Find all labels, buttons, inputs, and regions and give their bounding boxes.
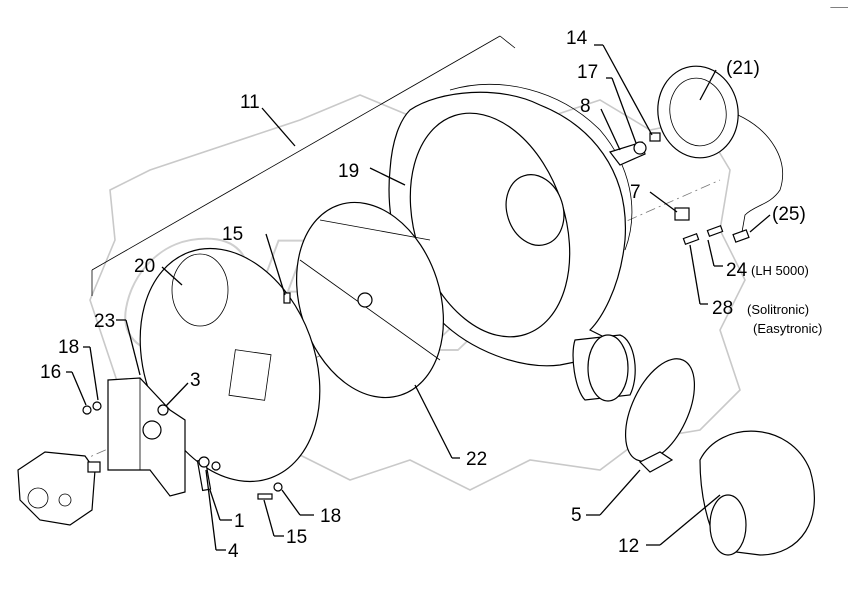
callout-12: 12	[618, 536, 639, 557]
callout-5: 5	[571, 505, 582, 526]
mounting-bracket	[107, 377, 186, 497]
callout-17: 17	[577, 62, 598, 83]
impeller	[296, 201, 444, 399]
callout-4: 4	[228, 541, 239, 562]
callout-3: 3	[190, 370, 201, 391]
callout-23: 23	[94, 311, 115, 332]
callout-20: 20	[134, 256, 155, 277]
callout-15-top: 15	[222, 224, 243, 245]
callout-16: 16	[40, 362, 61, 383]
callout-28: 28	[712, 298, 733, 319]
callout-1: 1	[234, 511, 245, 532]
corner-mark: ⸻	[830, 3, 848, 12]
callout-22: 22	[466, 449, 487, 470]
callout-28-note-2: (Easytronic)	[753, 321, 822, 336]
callout-24: 24	[726, 260, 748, 281]
callout-18-left: 18	[58, 337, 79, 358]
hydraulic-motor	[17, 451, 101, 526]
grille	[657, 65, 739, 159]
blower-housing	[388, 83, 636, 402]
callout-19: 19	[338, 161, 359, 182]
callout-25: (25)	[772, 204, 806, 225]
leader-lines	[66, 44, 771, 551]
callout-24-note: (LH 5000)	[751, 263, 809, 278]
callout-18-bottom: 18	[320, 506, 341, 527]
hose	[699, 430, 815, 556]
callout-8: 8	[580, 96, 591, 117]
callout-28-note-1: (Solitronic)	[747, 302, 809, 317]
callout-11: 11	[240, 92, 260, 113]
callout-21: (21)	[726, 58, 760, 79]
callout-7: 7	[630, 182, 641, 203]
hose-clamp	[624, 358, 696, 473]
callout-labels: 11 14 17 (21) 8 19 7 (25) 15 24 (LH 5000…	[40, 3, 848, 562]
callout-14: 14	[566, 28, 588, 49]
callout-15-bottom: 15	[286, 527, 307, 548]
bracket-11	[91, 35, 516, 296]
sensor-cable	[737, 114, 783, 233]
